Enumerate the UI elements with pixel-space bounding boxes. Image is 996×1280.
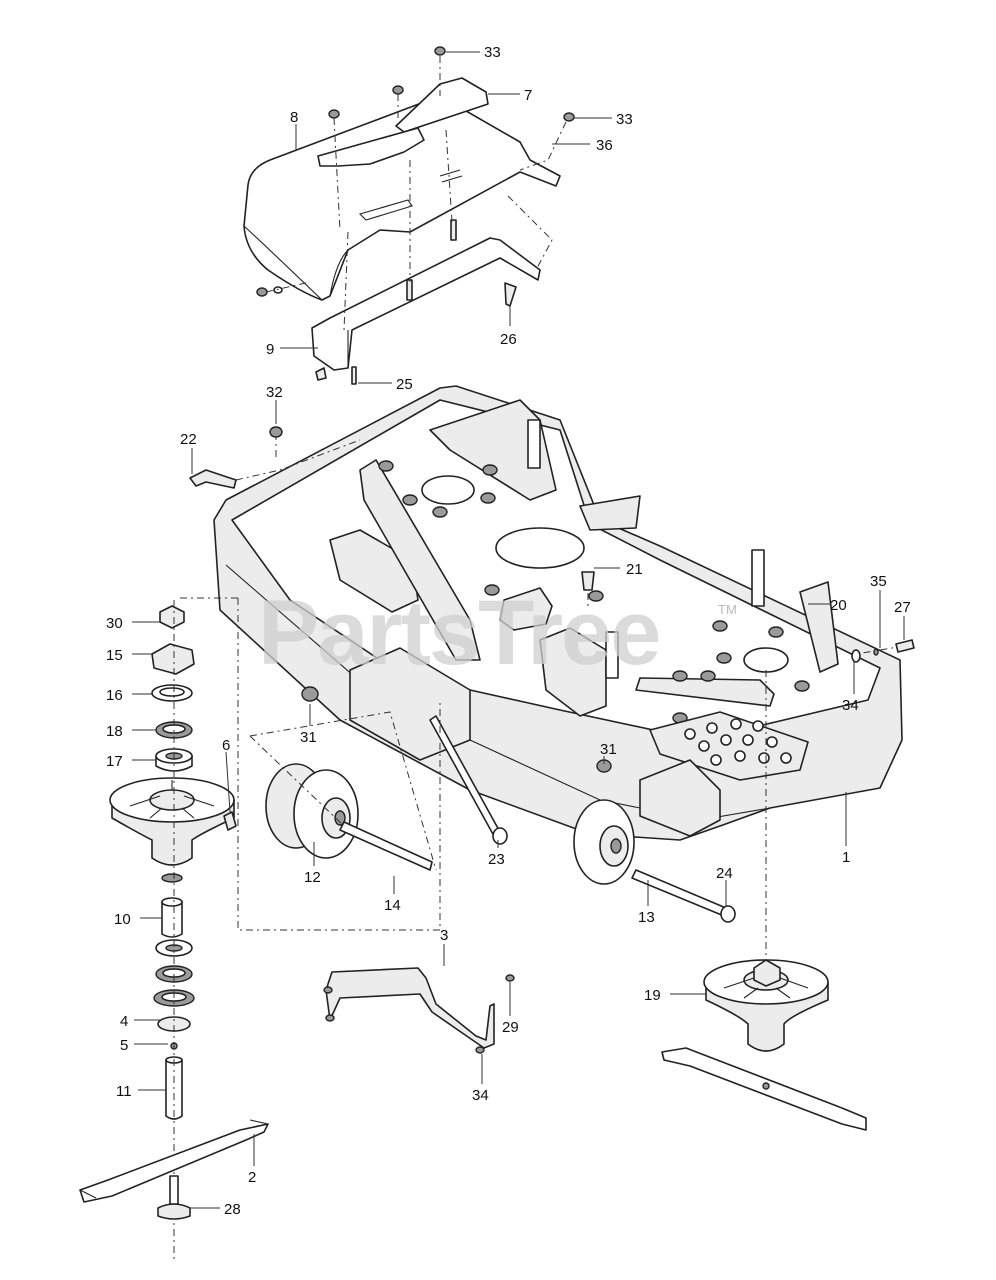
callout-28: 28 <box>224 1201 241 1218</box>
watermark-tm: TM <box>718 602 737 617</box>
bracket-3[interactable] <box>325 967 495 1049</box>
callout-14: 14 <box>384 897 401 914</box>
pulley-15[interactable] <box>151 643 195 675</box>
callout-18: 18 <box>106 723 123 740</box>
callout-29: 29 <box>502 1019 519 1036</box>
spindle-assembly-19[interactable] <box>703 959 829 1052</box>
mower-deck-1[interactable] <box>213 385 903 841</box>
callout-5: 5 <box>120 1037 128 1054</box>
callout-23: 23 <box>488 851 505 868</box>
callout-31: 31 <box>600 741 617 758</box>
spindle-hole-center <box>495 527 585 569</box>
deck-nuts <box>378 460 810 724</box>
callout-11: 11 <box>116 1083 132 1100</box>
callout-10: 10 <box>114 911 131 928</box>
locknut-30[interactable] <box>159 605 185 629</box>
belt-cover-assembly <box>243 46 575 385</box>
callout-4: 4 <box>120 1013 128 1030</box>
bracket-7[interactable] <box>395 77 489 133</box>
callout-9: 9 <box>266 341 274 358</box>
callout-22: 22 <box>180 431 197 448</box>
spindle-hole-left <box>421 475 475 505</box>
callout-15: 15 <box>106 647 123 664</box>
baffle-holes <box>684 718 792 766</box>
callout-16: 16 <box>106 687 123 704</box>
callout-27: 27 <box>894 599 911 616</box>
callout-2: 2 <box>248 1169 256 1186</box>
callout-13: 13 <box>638 909 655 926</box>
callout-1: 1 <box>842 849 850 866</box>
bolt-24[interactable] <box>631 869 736 923</box>
callout-3: 3 <box>440 927 448 944</box>
callout-33: 33 <box>484 44 501 61</box>
spindle-shaft-11[interactable] <box>165 1059 183 1120</box>
callout-25: 25 <box>396 376 413 393</box>
callout-21: 21 <box>626 561 643 578</box>
callout-24: 24 <box>716 865 733 882</box>
callout-6: 6 <box>222 737 230 754</box>
callout-35: 35 <box>870 573 887 590</box>
callout-36: 36 <box>596 137 613 154</box>
callout-20: 20 <box>830 597 847 614</box>
gauge-wheel-12[interactable] <box>265 763 359 859</box>
bracket-9[interactable] <box>311 237 541 371</box>
callout-12: 12 <box>304 869 321 886</box>
left-spindle-stack <box>109 600 237 1260</box>
watermark: PartsTree <box>258 582 659 684</box>
callout-31: 31 <box>300 729 317 746</box>
washer-28[interactable] <box>157 1203 191 1220</box>
blade-2[interactable] <box>79 1123 269 1203</box>
axle-14[interactable] <box>339 821 433 871</box>
gauge-wheel-13[interactable] <box>573 799 635 885</box>
callout-34: 34 <box>472 1087 489 1104</box>
callout-leaders <box>132 51 905 1209</box>
spacer-10[interactable] <box>161 901 183 938</box>
callout-labels: 33 7 33 8 36 26 9 25 32 22 21 35 20 27 3… <box>106 44 911 1218</box>
callout-32: 32 <box>266 384 283 401</box>
callout-8: 8 <box>290 109 298 126</box>
callout-19: 19 <box>644 987 661 1004</box>
callout-26: 26 <box>500 331 517 348</box>
callout-7: 7 <box>524 87 532 104</box>
center-spindle[interactable] <box>499 587 553 631</box>
callout-34: 34 <box>842 697 859 714</box>
callout-17: 17 <box>106 753 123 770</box>
callout-30: 30 <box>106 615 123 632</box>
bolt-23[interactable] <box>429 715 508 845</box>
callout-33: 33 <box>616 111 633 128</box>
spindle-hole-right <box>743 647 789 673</box>
